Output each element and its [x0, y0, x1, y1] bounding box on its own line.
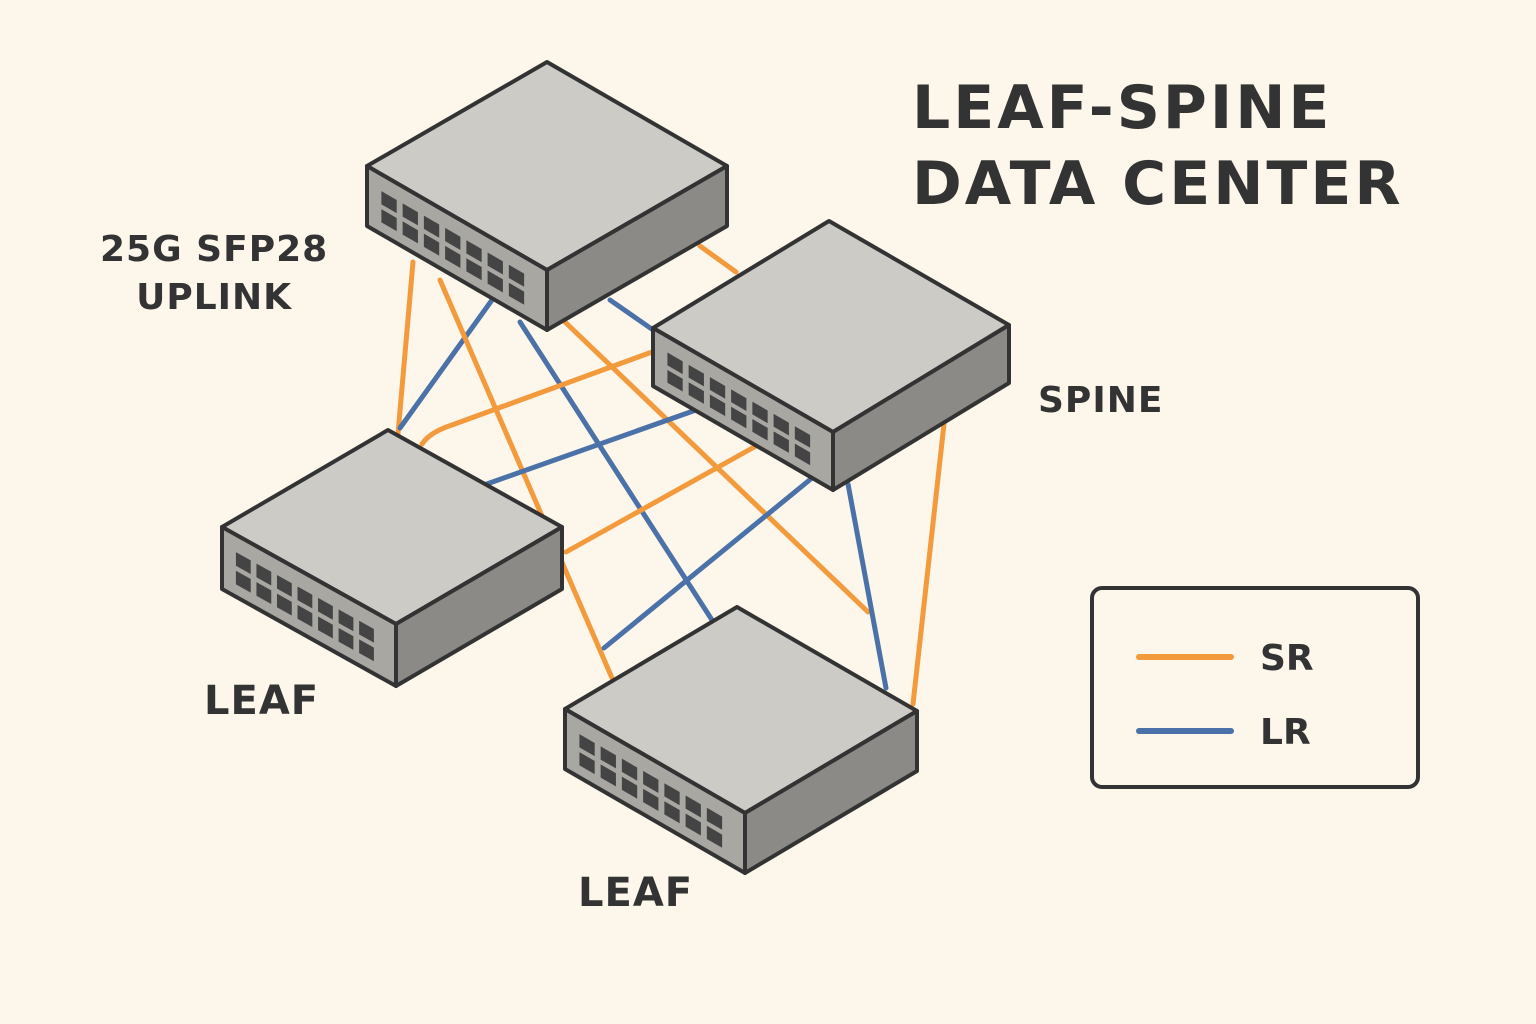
port-icon [685, 813, 701, 836]
link-sr-spine-1-to-leaf-2 [437, 277, 615, 681]
port-icon [621, 758, 638, 781]
leaf-1-side-face [394, 525, 564, 688]
legend-label-sr: SR [1260, 638, 1314, 679]
leaf-left-label: LEAF [204, 678, 320, 724]
link-sr-spine-2-to-leaf-1 [563, 443, 759, 555]
port-icon [487, 270, 503, 293]
port-icon [423, 215, 440, 238]
port-icon [466, 258, 482, 281]
port-icon [402, 203, 418, 226]
port-icon [338, 627, 354, 650]
port-icon [667, 352, 683, 375]
spine-2-port-grid [667, 352, 811, 466]
link-sr-spine-2-to-leaf-1 [419, 349, 655, 447]
spine-1-switch [365, 60, 729, 332]
port-icon [773, 431, 789, 453]
legend-swatch-lr [1136, 728, 1234, 734]
port-icon [297, 605, 313, 627]
spine-2-switch [651, 219, 1011, 492]
spine-1-side-face [545, 164, 729, 332]
link-lr-spine-1-to-spine-2 [607, 297, 659, 335]
port-icon [731, 389, 747, 411]
link-lr-spine-1-to-leaf-1 [397, 297, 495, 431]
leaf-2-switch [563, 605, 919, 875]
link-sr-spine-2-to-leaf-2 [910, 421, 947, 707]
port-icon [579, 752, 595, 775]
uplink-label: 25G SFP28 UPLINK [100, 226, 328, 322]
link-lr-spine-2-to-leaf-1 [481, 407, 699, 488]
link-lr-spine-2-to-leaf-2 [845, 481, 889, 691]
port-icon [685, 795, 701, 818]
port-icon [600, 764, 616, 787]
port-icon [709, 394, 726, 417]
leaf-1-switch [220, 428, 564, 688]
links-layer [385, 243, 947, 707]
port-icon [706, 807, 723, 830]
port-icon [706, 825, 723, 848]
port-icon [338, 609, 354, 632]
link-lr-spine-1-to-leaf-2 [517, 319, 715, 623]
title-line-1: LEAF-SPINE [912, 73, 1333, 143]
uplink-label-line-1: 25G SFP28 [100, 229, 329, 270]
port-icon [423, 233, 440, 256]
port-icon [359, 639, 374, 662]
port-icon [276, 593, 292, 616]
port-icon [297, 586, 313, 609]
port-icon [643, 788, 659, 811]
port-icon [773, 413, 789, 436]
legend: SR LR [1090, 586, 1420, 789]
port-icon [359, 620, 374, 643]
uplink-label-line-2: UPLINK [136, 277, 293, 318]
port-icon [235, 570, 251, 593]
port-icon [445, 227, 461, 250]
link-lr-spine-2-to-leaf-2 [601, 475, 815, 651]
port-icon [381, 191, 397, 214]
diagram-title: LEAF-SPINE DATA CENTER [912, 70, 1404, 222]
port-icon [445, 245, 461, 268]
leaf-1-port-grid [235, 552, 374, 662]
port-icon [664, 801, 680, 824]
spine-1-port-grid [381, 191, 525, 305]
port-icon [688, 382, 704, 404]
port-icon [621, 776, 638, 799]
leaf-2-side-face [743, 709, 919, 875]
port-icon [794, 443, 811, 466]
port-icon [731, 406, 747, 429]
port-icon [664, 783, 680, 806]
port-icon [276, 575, 292, 597]
port-icon [508, 282, 525, 305]
port-icon [643, 770, 659, 793]
title-line-2: DATA CENTER [912, 149, 1404, 219]
spine-label: SPINE [1038, 380, 1164, 421]
port-icon [318, 616, 333, 639]
port-icon [508, 264, 525, 287]
leaf-2-port-grid [579, 734, 723, 848]
port-icon [794, 426, 811, 448]
port-icon [752, 419, 768, 441]
port-icon [667, 369, 683, 392]
port-icon [709, 377, 726, 399]
port-icon [752, 401, 768, 424]
leaf-bottom-label: LEAF [578, 870, 694, 916]
port-icon [600, 746, 616, 769]
port-icon [256, 582, 272, 605]
port-icon [466, 240, 482, 263]
port-icon [318, 597, 333, 620]
switches-layer [220, 60, 1011, 875]
legend-swatch-sr [1136, 654, 1234, 660]
port-icon [235, 552, 251, 575]
port-icon [381, 209, 397, 232]
spine-2-side-face [831, 323, 1011, 492]
port-icon [487, 252, 503, 275]
port-icon [579, 734, 595, 757]
legend-label-lr: LR [1260, 712, 1311, 753]
link-sr-spine-1-to-spine-2 [697, 243, 739, 275]
port-icon [688, 364, 704, 387]
port-icon [402, 221, 418, 244]
port-icon [256, 563, 272, 586]
